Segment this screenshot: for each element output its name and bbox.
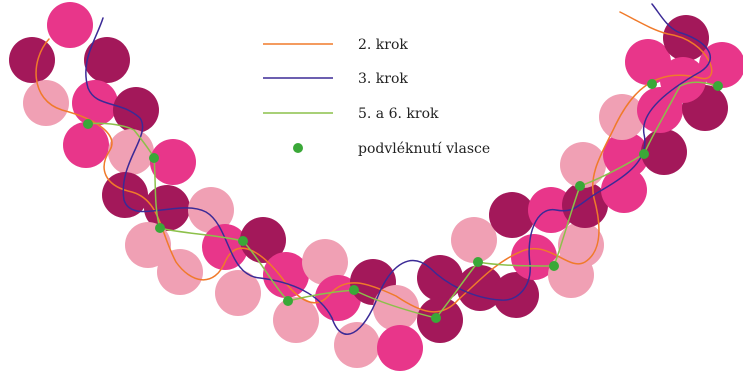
bead-icon [641, 129, 687, 175]
threading-point-icon [283, 296, 293, 306]
bead-icon [558, 222, 604, 268]
legend-label-step-3: 3. krok [358, 71, 408, 87]
bead-icon [9, 37, 55, 83]
bead-chain [9, 2, 743, 371]
bead-icon [603, 132, 649, 178]
bead-icon [47, 2, 93, 48]
threading-point-icon [431, 313, 441, 323]
legend: 2. krok 3. krok 5. a 6. krok podvléknutí… [263, 37, 490, 157]
bead-icon [489, 192, 535, 238]
threading-points [83, 79, 723, 323]
bead-icon [377, 325, 423, 371]
bead-icon [699, 42, 743, 88]
thread-step-5-6 [87, 81, 719, 319]
bead-icon [125, 222, 171, 268]
bead-icon [511, 234, 557, 280]
bead-icon [560, 142, 606, 188]
bead-icon [72, 80, 118, 126]
bead-icon [263, 252, 309, 298]
bead-icon [660, 57, 706, 103]
thread-paths [35, 3, 719, 335]
threading-point-icon [83, 119, 93, 129]
bead-icon [273, 297, 319, 343]
bead-icon [23, 80, 69, 126]
threading-point-icon [713, 81, 723, 91]
bead-icon [373, 285, 419, 331]
bead-icon [663, 15, 709, 61]
legend-swatch-threading-point [293, 143, 303, 153]
bead-icon [417, 255, 463, 301]
bead-icon [451, 217, 497, 263]
bead-icon [157, 249, 203, 295]
legend-label-step-5-6: 5. a 6. krok [358, 106, 439, 122]
bead-icon [63, 122, 109, 168]
bead-icon [334, 322, 380, 368]
bead-icon [302, 239, 348, 285]
bead-icon [84, 37, 130, 83]
threading-point-icon [549, 261, 559, 271]
bead-icon [108, 129, 154, 175]
legend-label-step-2: 2. krok [358, 37, 408, 53]
threading-point-icon [473, 257, 483, 267]
thread-step-2 [35, 11, 713, 313]
threading-point-icon [238, 236, 248, 246]
bead-icon [601, 167, 647, 213]
legend-label-threading-point: podvléknutí vlasce [358, 141, 490, 157]
bead-icon [188, 187, 234, 233]
bead-icon [113, 87, 159, 133]
bead-icon [150, 139, 196, 185]
threading-point-icon [349, 285, 359, 295]
thread-step-3 [85, 3, 712, 335]
threading-point-icon [647, 79, 657, 89]
threading-point-icon [155, 223, 165, 233]
bead-icon [625, 39, 671, 85]
bead-icon [215, 270, 261, 316]
threading-point-icon [149, 153, 159, 163]
bead-icon [599, 94, 645, 140]
threading-point-icon [575, 181, 585, 191]
threading-point-icon [639, 149, 649, 159]
